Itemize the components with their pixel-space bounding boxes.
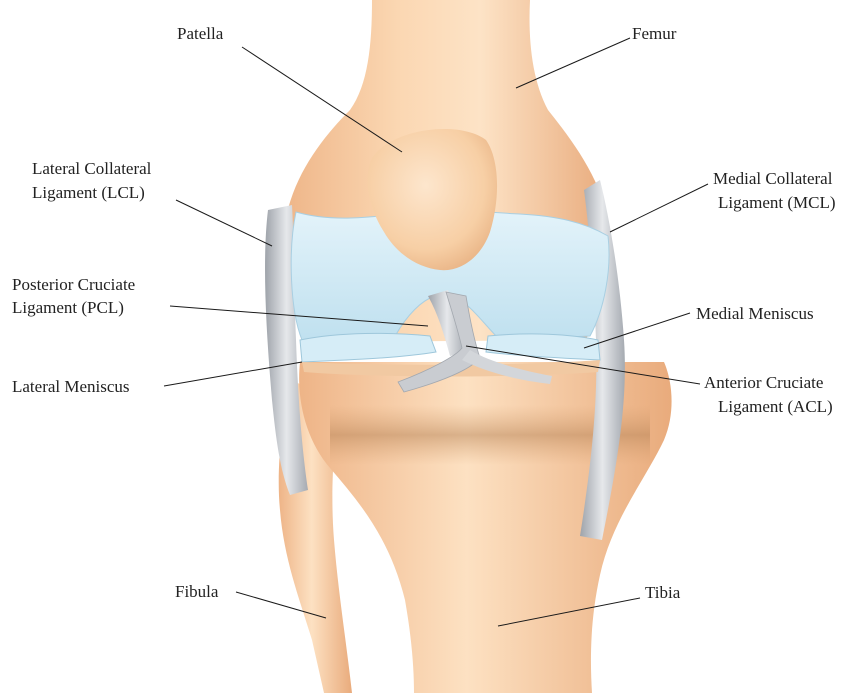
label-pcl-line2: Ligament (PCL) [12,298,124,317]
label-fibula: Fibula [175,582,219,601]
label-lateral-meniscus: Lateral Meniscus [12,377,130,396]
label-tibia: Tibia [645,583,681,602]
label-patella: Patella [177,24,224,43]
leader-mcl [610,184,708,232]
label-medial-meniscus: Medial Meniscus [696,304,814,323]
medial-meniscus [486,334,600,360]
label-acl-line1: Anterior Cruciate [704,373,823,392]
label-acl-line2: Ligament (ACL) [718,397,833,416]
label-pcl-line1: Posterior Cruciate [12,275,135,294]
label-femur: Femur [632,24,677,43]
label-mcl-line1: Medial Collateral [713,169,833,188]
label-lcl-line2: Ligament (LCL) [32,183,145,202]
leader-femur [516,38,630,88]
label-mcl-line2: Ligament (MCL) [718,193,836,212]
label-lcl-line1: Lateral Collateral [32,159,152,178]
leader-lcl [176,200,272,246]
lateral-meniscus [300,333,436,362]
